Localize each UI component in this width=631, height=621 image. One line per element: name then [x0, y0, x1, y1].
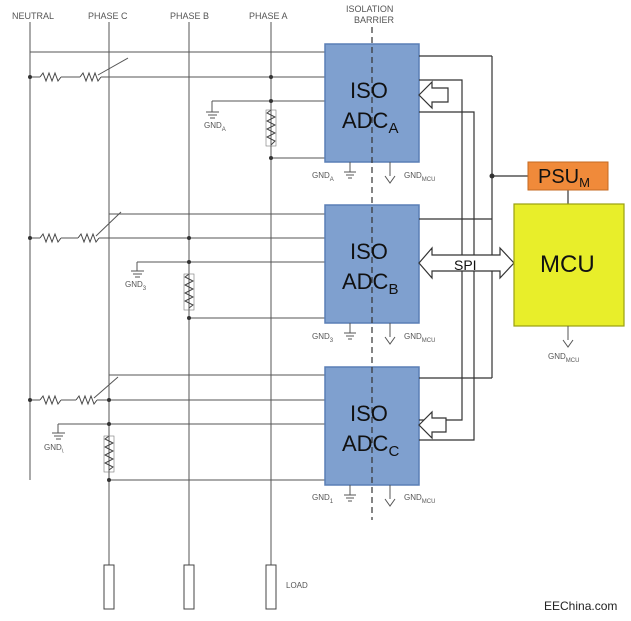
- watermark: EEChina.com: [544, 599, 617, 613]
- side-gnd-b-label: GND3: [125, 280, 147, 292]
- phase-c-label: PHASE C: [88, 11, 128, 21]
- adc-c-gnd-right: GNDMCU: [404, 493, 435, 505]
- mcu-gnd-label: GNDMCU: [548, 352, 579, 364]
- adc-a-line1: ISO: [350, 78, 388, 103]
- side-gnd-c-label: GND\: [44, 443, 64, 455]
- spi-label: SPI: [454, 257, 477, 273]
- row-c-wiring: [28, 374, 325, 482]
- psu-box: [527, 161, 609, 191]
- adc-a-gnd-right: GNDMCU: [404, 171, 435, 183]
- adc-c-box: [324, 366, 420, 486]
- adc-b-grounds: [344, 323, 396, 345]
- side-gnd-a-label: GNDA: [204, 121, 226, 133]
- row-a-wiring: [28, 57, 325, 160]
- adc-c-line1: ISO: [350, 401, 388, 426]
- isolation-label-line1: ISOLATION: [346, 4, 393, 14]
- load-resistor-a: [265, 564, 277, 610]
- load-resistor-b: [183, 564, 195, 610]
- mcu-label: MCU: [540, 251, 595, 278]
- adc-c-gnd-left: GND1: [312, 493, 334, 505]
- adc-b-gnd-right: GNDMCU: [404, 332, 435, 344]
- isolation-label-line2: BARRIER: [354, 15, 395, 25]
- psu-label: PSUM: [538, 166, 590, 190]
- adc-b-gnd-left: GND3: [312, 332, 334, 344]
- load-label: LOAD: [286, 581, 308, 590]
- row-b-wiring: [28, 211, 325, 320]
- mcu-gnd-symbol: [562, 339, 574, 348]
- phase-a-label: PHASE A: [249, 11, 288, 21]
- adc-b-line1: ISO: [350, 239, 388, 264]
- adc-a-gnd-left: GNDA: [312, 171, 334, 183]
- adc-a-arrows: [418, 80, 449, 110]
- adc-a-line2: ADCA: [342, 108, 398, 137]
- adc-b-box: [324, 204, 420, 324]
- neutral-label: NEUTRAL: [12, 11, 54, 21]
- mcu-box: [513, 203, 625, 327]
- adc-c-grounds: [344, 485, 396, 507]
- adc-c-arrows: [418, 410, 447, 440]
- adc-a-grounds: [344, 162, 396, 184]
- load-resistor-c: [103, 564, 115, 610]
- adc-b-line2: ADCB: [342, 269, 398, 298]
- phase-b-label: PHASE B: [170, 11, 209, 21]
- adc-c-line2: ADCC: [342, 431, 399, 460]
